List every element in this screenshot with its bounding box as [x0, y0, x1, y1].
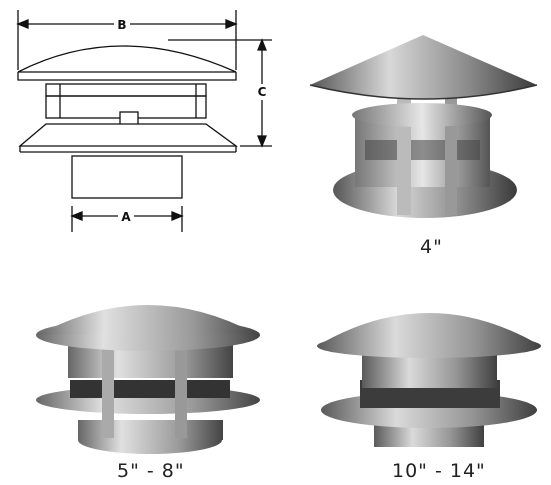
dimension-label-a: A	[121, 210, 131, 224]
product-photo-5-8in	[36, 305, 260, 454]
caption-4in: 4"	[420, 236, 443, 258]
dimension-label-b: B	[117, 18, 126, 32]
product-photo-4in	[309, 35, 538, 218]
caption-5-8in: 5" - 8"	[117, 460, 185, 482]
product-photo-10-14in	[317, 313, 541, 447]
caption-10-14in: 10" - 14"	[392, 460, 486, 482]
dimension-label-c: C	[258, 85, 267, 99]
dimension-drawing: B C A	[16, 10, 272, 232]
